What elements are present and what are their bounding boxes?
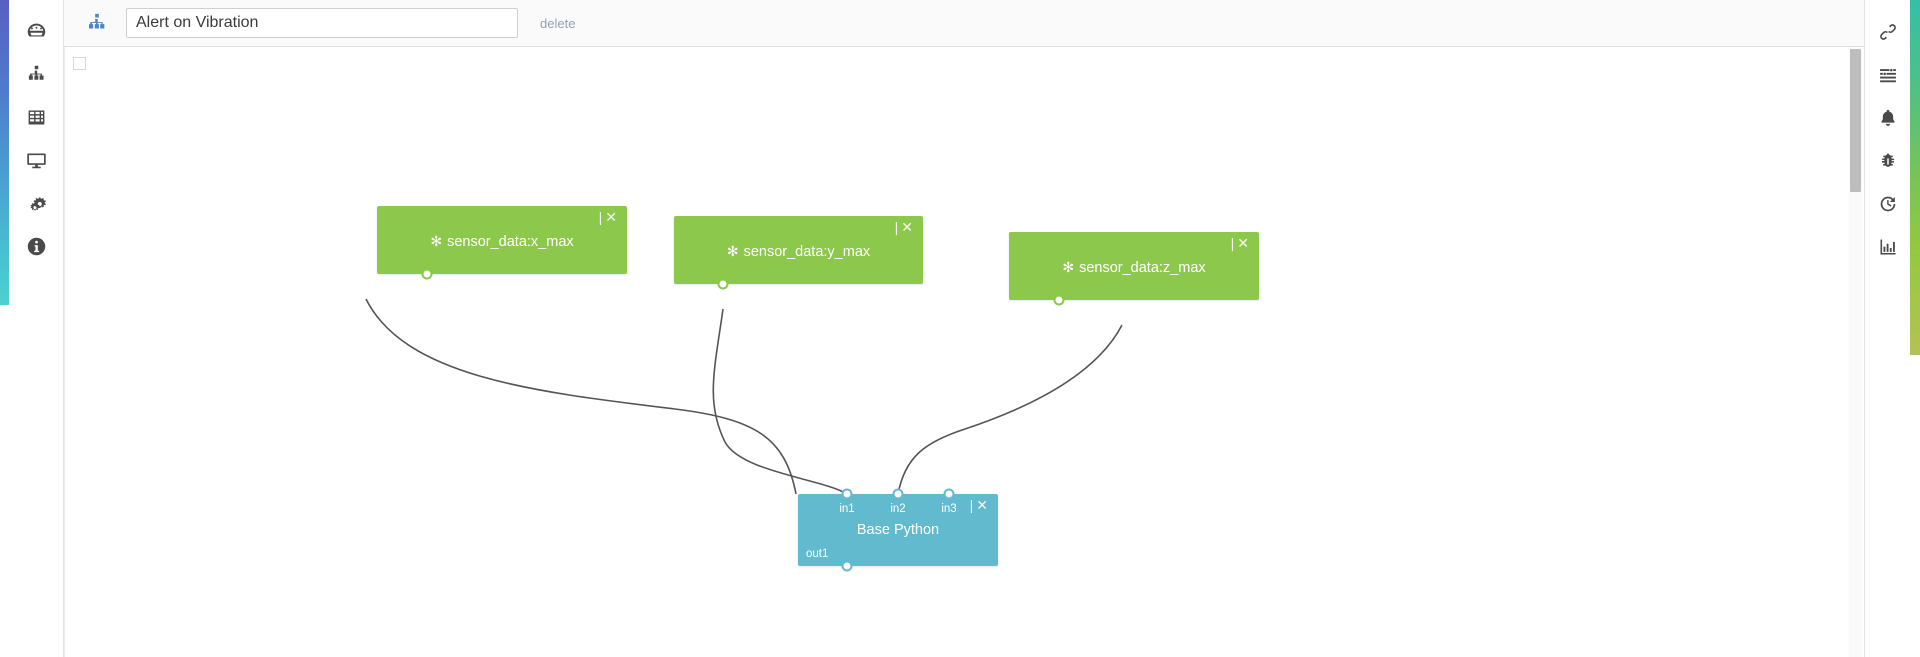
sidebar-item-settings[interactable] [9, 180, 64, 232]
node-title-text: sensor_data:y_max [743, 244, 871, 260]
bell-icon [1878, 108, 1898, 133]
sidebar-item-devices[interactable] [9, 137, 64, 189]
node-title: ✻sensor_data:z_max [1009, 259, 1259, 276]
cogs-icon [26, 193, 47, 219]
flow-node-source-y-max[interactable]: |✕ ✻sensor_data:y_max [674, 216, 923, 290]
right-navigation-rail [1864, 0, 1920, 657]
dashboard-icon [26, 21, 47, 47]
sitemap-icon [76, 12, 118, 34]
sidebar-item-dashboard[interactable] [9, 8, 64, 60]
output-port[interactable] [1053, 294, 1065, 306]
canvas-vertical-scrollbar[interactable] [1849, 47, 1862, 657]
right-accent-gradient [1910, 0, 1920, 355]
flow-toolbar: delete [64, 0, 1864, 47]
panel-item-connections[interactable] [1865, 8, 1911, 60]
input-port-in1[interactable] [841, 488, 853, 500]
history-icon [1878, 194, 1898, 219]
edge-x_max-to-in1 [365, 298, 797, 495]
panel-item-debug[interactable] [1865, 137, 1911, 189]
barchart-icon [1878, 237, 1898, 262]
scrollbar-thumb[interactable] [1850, 49, 1861, 192]
table-icon [26, 107, 47, 133]
flow-name-input[interactable] [126, 8, 518, 38]
close-icon[interactable]: |✕ [894, 219, 916, 235]
output-port-label-out1: out1 [806, 548, 829, 560]
delete-flow-link[interactable]: delete [540, 15, 576, 31]
node-title: ✻sensor_data:y_max [674, 243, 923, 260]
sidebar-item-tables[interactable] [9, 94, 64, 146]
input-port-label-in1: in1 [839, 503, 855, 515]
node-title-text: Base Python [856, 522, 940, 538]
edge-y_max-to-in2 [712, 308, 848, 495]
node-title-text: sensor_data:z_max [1079, 260, 1206, 276]
asterisk-icon: ✻ [430, 233, 443, 249]
asterisk-icon: ✻ [726, 243, 739, 259]
close-icon[interactable]: |✕ [598, 209, 620, 225]
input-port-label-in2: in2 [890, 503, 906, 515]
asterisk-icon: ✻ [1062, 259, 1075, 275]
flow-edges-layer [365, 298, 1123, 495]
sidebar-item-info[interactable] [9, 223, 64, 275]
node-title-text: sensor_data:x_max [447, 234, 574, 250]
output-port-out1[interactable] [841, 560, 853, 572]
link-icon [1878, 22, 1898, 47]
close-icon[interactable]: |✕ [1230, 235, 1252, 251]
sliders-icon [1878, 65, 1898, 90]
left-navigation-rail [0, 0, 64, 657]
flow-canvas[interactable]: |✕ ✻sensor_data:x_max |✕ ✻sensor_data:y_… [64, 47, 1864, 657]
flow-node-source-z-max[interactable]: |✕ ✻sensor_data:z_max [1009, 232, 1259, 306]
panel-item-parameters[interactable] [1865, 51, 1911, 103]
input-port-in2[interactable] [892, 488, 904, 500]
edge-z_max-to-in3 [897, 324, 1123, 495]
input-port-in3[interactable] [943, 488, 955, 500]
flow-canvas-surface[interactable]: |✕ ✻sensor_data:x_max |✕ ✻sensor_data:y_… [65, 47, 1864, 657]
panel-item-charts[interactable] [1865, 223, 1911, 275]
bug-icon [1878, 151, 1898, 176]
left-accent-gradient [0, 0, 9, 305]
panel-item-history[interactable] [1865, 180, 1911, 232]
info-icon [26, 236, 47, 262]
flow-node-source-x-max[interactable]: |✕ ✻sensor_data:x_max [377, 206, 627, 280]
panel-item-alerts[interactable] [1865, 94, 1911, 146]
input-port-label-in3: in3 [941, 503, 957, 515]
node-title: ✻sensor_data:x_max [377, 233, 627, 250]
sitemap-icon [26, 64, 47, 90]
close-icon[interactable]: |✕ [969, 497, 991, 513]
flow-node-base-python[interactable]: |✕ in1 in2 in3 Base Python out1 [798, 488, 998, 572]
output-port[interactable] [421, 268, 433, 280]
selection-handle-icon [73, 57, 86, 70]
monitor-icon [26, 150, 47, 176]
sidebar-item-flows[interactable] [9, 51, 64, 103]
output-port[interactable] [717, 278, 729, 290]
